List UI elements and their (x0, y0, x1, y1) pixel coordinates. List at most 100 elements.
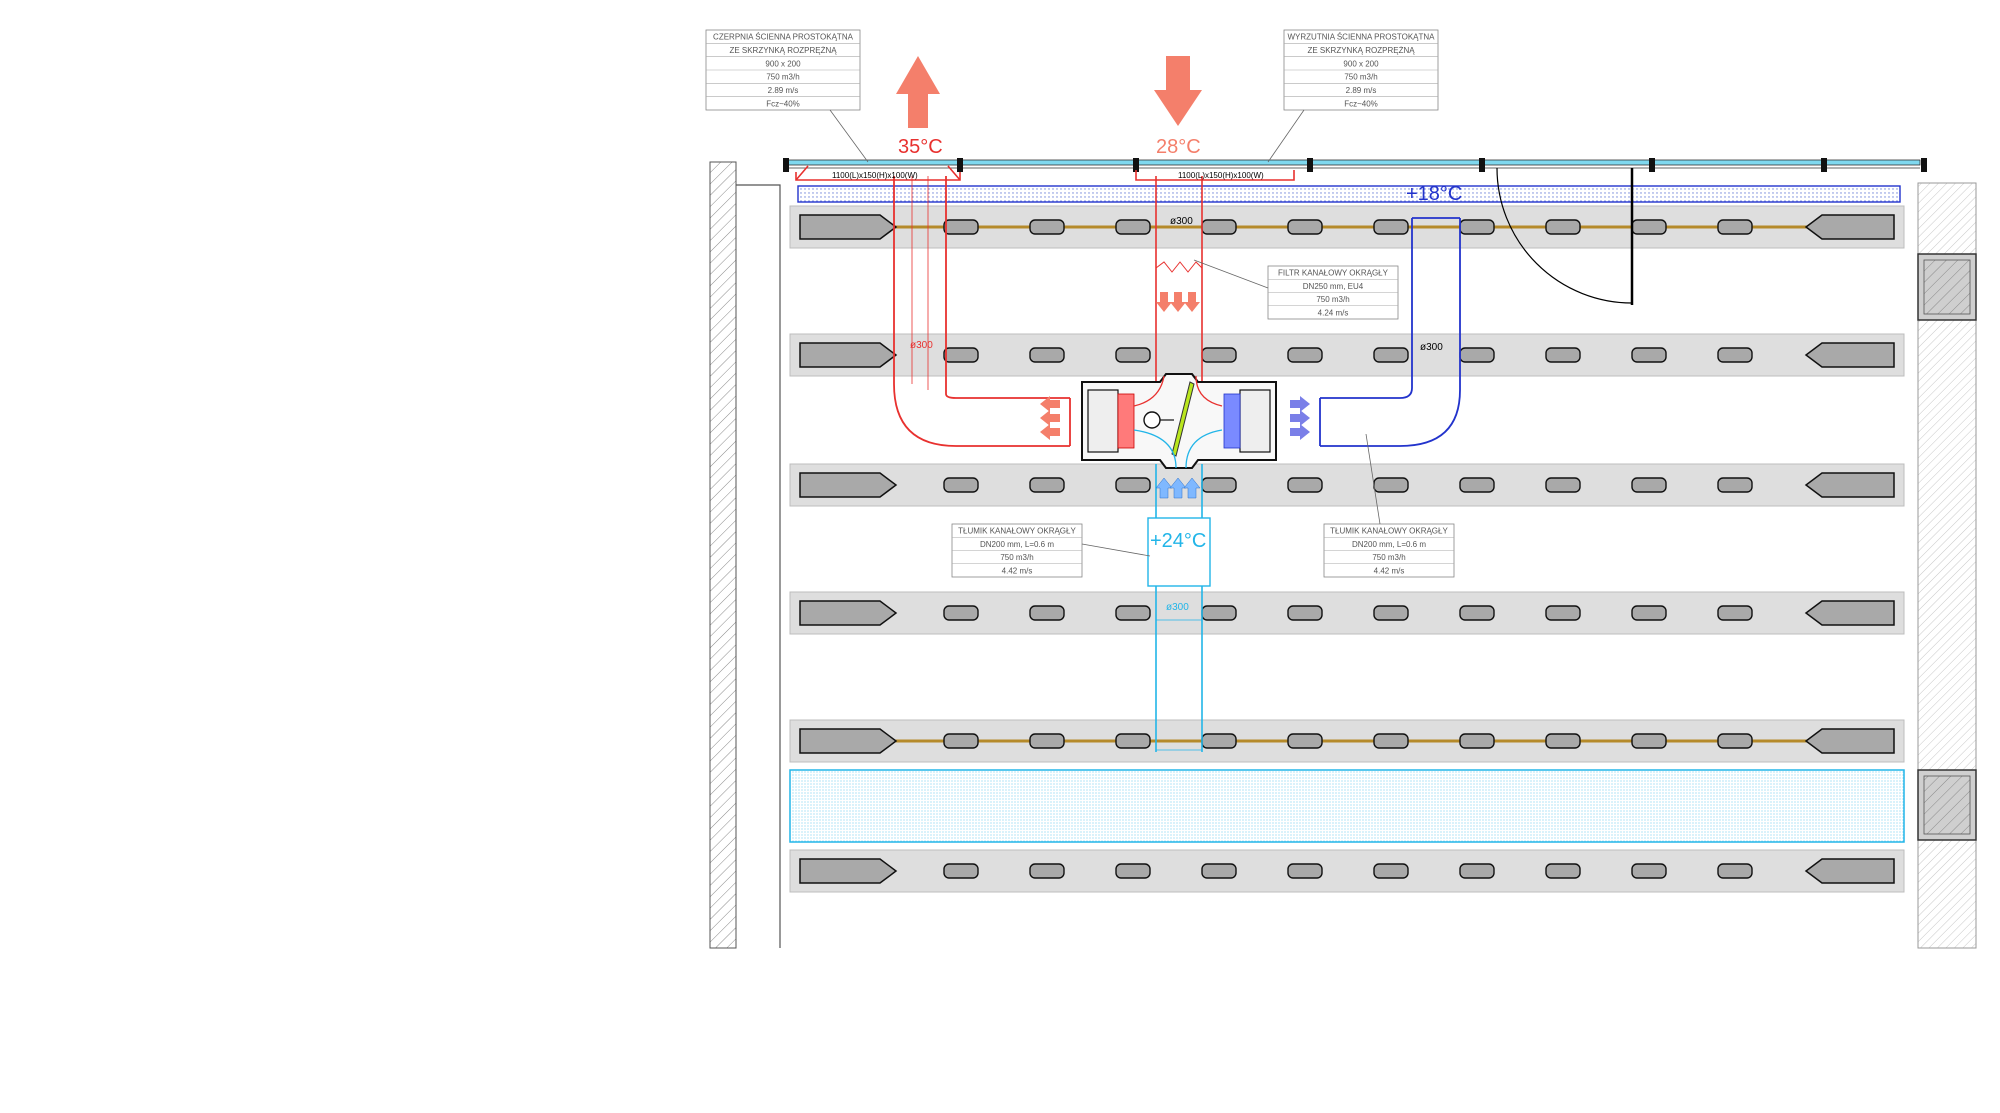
slab-hole (1545, 733, 1581, 749)
slab-hole (1115, 347, 1151, 363)
note-line: TŁUMIK KANAŁOWY OKRĄGŁY (958, 527, 1076, 536)
note-line: DN200 mm, L=0.6 m (980, 540, 1054, 549)
left-wall (709, 161, 781, 949)
slab-hole (1029, 863, 1065, 879)
note-line: 2.89 m/s (1346, 86, 1377, 95)
slab-hole (1373, 733, 1409, 749)
slab-hole (1459, 863, 1495, 879)
slab-hole (1201, 477, 1237, 493)
slab-anchor-right (1804, 858, 1895, 884)
facade-post (1133, 158, 1139, 172)
slab-anchor-right (1804, 600, 1895, 626)
slab-anchor-left (799, 728, 898, 754)
slab-hole (1459, 605, 1495, 621)
slab-hole (1201, 219, 1237, 235)
slab-hole (1201, 605, 1237, 621)
note-line: 2.89 m/s (768, 86, 799, 95)
note-line: 4.42 m/s (1002, 566, 1033, 575)
note-line: 900 x 200 (1343, 59, 1379, 68)
note-line: 750 m3/h (1344, 73, 1377, 82)
exhaust-duct-label: ø300 (910, 340, 933, 351)
slab-anchor-right (1804, 342, 1895, 368)
extract-duct (1147, 464, 1211, 752)
slab-hole (1029, 605, 1065, 621)
note-line: 750 m3/h (1000, 553, 1033, 562)
slab-hole (1717, 477, 1753, 493)
right-wall (1917, 182, 1977, 949)
facade-post (1821, 158, 1827, 172)
slab-anchor-left (799, 472, 898, 498)
intake-flow-arrows (1156, 292, 1200, 312)
slab-hole (1373, 863, 1409, 879)
supply-duct (1319, 217, 1461, 447)
note-line: 4.24 m/s (1318, 308, 1349, 317)
slab-hole (1287, 347, 1323, 363)
note-line: 750 m3/h (1372, 553, 1405, 562)
slab-hole (1287, 863, 1323, 879)
slab-hole (943, 733, 979, 749)
slab-hole (1287, 219, 1323, 235)
slab-hole (1631, 733, 1667, 749)
slab-hole (1201, 863, 1237, 879)
facade-post (1921, 158, 1927, 172)
slab-anchor-left (799, 342, 898, 368)
slab-hole (943, 863, 979, 879)
slab-hole (1115, 219, 1151, 235)
slab-anchor-left (799, 858, 898, 884)
facade-post (1649, 158, 1655, 172)
intake-temperature: 28°C (1156, 136, 1201, 158)
slab-anchor-right (1804, 472, 1895, 498)
intake-duct-label: ø300 (1170, 216, 1193, 227)
slab-hole (1373, 347, 1409, 363)
slab-hole (1029, 219, 1065, 235)
floor-slabs (789, 205, 1905, 893)
slab-hole (1373, 219, 1409, 235)
exhaust-outlet-arrow (896, 56, 940, 128)
slab-hole (1115, 863, 1151, 879)
exhaust-flow-arrows (1040, 396, 1060, 440)
slab-hole (1717, 863, 1753, 879)
slab-hole (1459, 733, 1495, 749)
note-line: 900 x 200 (765, 59, 801, 68)
intake-inlet-arrow (1154, 56, 1202, 126)
exhaust-grille-bracket (795, 165, 961, 181)
slab-hole (1029, 733, 1065, 749)
left-grille-dimension: 1100(L)x150(H)x100(W) (832, 171, 918, 180)
slab-hole (1115, 477, 1151, 493)
slab-hole (1545, 219, 1581, 235)
unit-flow-lines (1133, 375, 1223, 469)
note-line: DN200 mm, L=0.6 m (1352, 540, 1426, 549)
door (1496, 167, 1634, 305)
facade-post (1479, 158, 1485, 172)
slab-hole (1029, 347, 1065, 363)
slab-hole (1287, 605, 1323, 621)
supply-temperature: +18°C (1406, 183, 1462, 205)
exhaust-duct (893, 176, 1071, 447)
slab-hole (1631, 219, 1667, 235)
floor-slab (789, 333, 1905, 377)
extract-flow-arrows (1155, 477, 1201, 499)
slab-hole (943, 477, 979, 493)
slab-anchor-right (1804, 214, 1895, 240)
slab-hole (1029, 477, 1065, 493)
exhaust-temperature: 35°C (898, 136, 943, 158)
silencer-left-note: TŁUMIK KANAŁOWY OKRĄGŁY DN200 mm, L=0.6 m… (951, 523, 1151, 578)
extract-temperature: +24°C (1150, 530, 1206, 552)
slab-hole (1287, 477, 1323, 493)
slab-hole (1717, 219, 1753, 235)
slab-hole (1459, 219, 1495, 235)
slab-hole (1545, 347, 1581, 363)
facade-line (785, 159, 1921, 169)
extract-band (789, 769, 1905, 843)
slab-anchor-left (799, 600, 898, 626)
slab-hole (1631, 347, 1667, 363)
slab-hole (1201, 347, 1237, 363)
floor-slab (789, 719, 1905, 763)
slab-hole (1287, 733, 1323, 749)
slab-hole (1373, 605, 1409, 621)
floor-slab (789, 205, 1905, 249)
note-line: ZE SKRZYNKĄ ROZPRĘŻNĄ (729, 46, 837, 55)
